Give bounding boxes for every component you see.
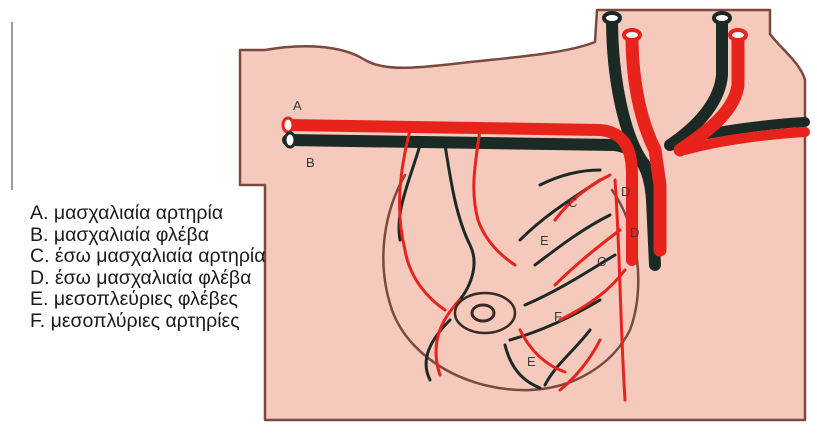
- axillary-vein-end: [285, 133, 295, 147]
- label-f: F: [554, 309, 562, 324]
- label-e2: E: [527, 354, 536, 369]
- nipple: [455, 293, 515, 333]
- legend-item: B. μασχαλιαία φλέβα: [30, 225, 370, 247]
- legend-text: μασχαλιαία φλέβα: [54, 224, 209, 246]
- label-a: A: [293, 98, 302, 113]
- neck-artery-end-right: [730, 30, 746, 40]
- label-c1: C: [568, 195, 577, 210]
- legend-key: E.: [30, 288, 48, 310]
- nipple-center: [472, 305, 494, 321]
- legend-item: A. μασχαλιαία αρτηρία: [30, 203, 370, 225]
- legend-key: A.: [30, 202, 48, 224]
- legend-item: F. μεσοπλύριες αρτηρίες: [30, 311, 370, 333]
- neck-vein-end-left: [604, 13, 620, 23]
- legend-item: C. έσω μασχαλιαία αρτηρία: [30, 246, 370, 268]
- legend-key: B.: [30, 224, 48, 246]
- label-d1: D: [621, 184, 630, 199]
- label-e1: E: [540, 233, 549, 248]
- legend-text: μεσοπλεύριες φλέβες: [54, 288, 238, 310]
- legend-key: C.: [30, 245, 50, 267]
- label-d2: D: [630, 225, 639, 240]
- label-c2: C: [597, 254, 606, 269]
- legend-item: D. έσω μασχαλιαία φλέβα: [30, 268, 370, 290]
- neck-vein-end-right: [714, 13, 730, 23]
- legend-key: F.: [30, 310, 45, 332]
- neck-artery-end-left: [624, 30, 640, 40]
- legend-text: μασχαλιαία αρτηρία: [54, 202, 223, 224]
- legend-text: έσω μασχαλιαία αρτηρία: [55, 245, 266, 267]
- label-b: B: [306, 155, 315, 170]
- legend-key: D.: [30, 267, 50, 289]
- legend-item: E. μεσοπλεύριες φλέβες: [30, 289, 370, 311]
- legend-text: έσω μασχαλιαία φλέβα: [55, 267, 252, 289]
- axillary-artery-end: [283, 118, 293, 132]
- legend-text: μεσοπλύριες αρτηρίες: [51, 310, 240, 332]
